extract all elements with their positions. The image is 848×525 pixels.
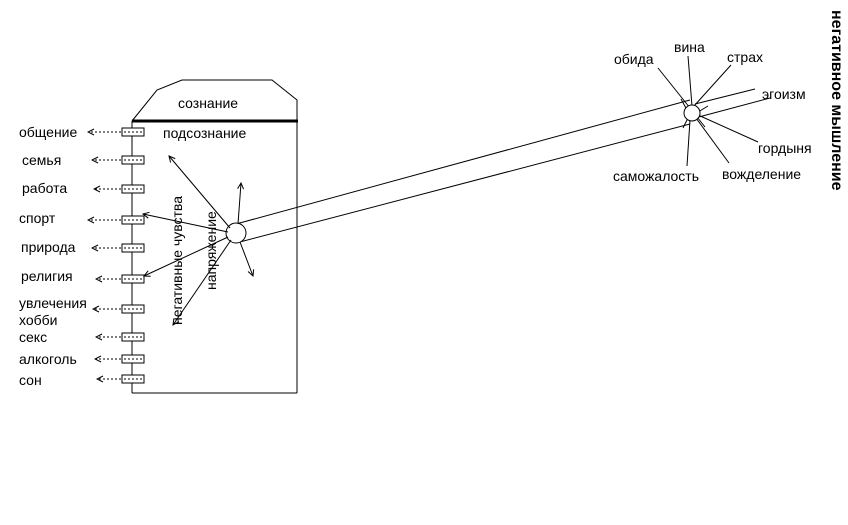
beam-upper [235,99,691,225]
left-item-label: секс [19,329,47,345]
left-item-label: работа [22,180,67,196]
left-item-label: общение [19,124,78,140]
left-item-label: религия [21,268,73,284]
negative-feelings-label: негативные чувства [169,196,185,325]
subconscious-label: подсознание [163,125,247,141]
house-roof [131,79,298,122]
beam-extension-upper [694,88,756,105]
label-lust: вожделение [722,166,801,182]
arrow-to-bottom-left [173,239,232,325]
arrow-down [239,241,253,276]
left-item-label: хобби [19,312,58,328]
left-item-label: семья [22,152,61,168]
mind-circle [225,222,247,244]
label-fear: страх [727,49,763,65]
left-item-label: алкоголь [19,351,77,367]
tension-label: напряжение [203,211,219,290]
arrow-to-religion [144,236,229,276]
arrow-to-top-left [169,156,231,229]
arrow-to-sport [143,214,229,233]
left-item-label: спорт [19,210,56,226]
left-item-label: сон [19,372,42,388]
left-item-label: увлечения [19,295,87,311]
label-pride: гордыня [758,140,812,156]
beam-lower [235,123,691,244]
consciousness-label: сознание [178,95,238,111]
beam-extension-lower [694,97,771,119]
label-egoism: эгоизм [762,86,806,102]
vertical-title: негативное мышление [828,10,845,191]
left-items: общение семья работа спорт природа религия увл… [19,124,145,388]
label-self-pity: саможалость [613,168,699,184]
left-item-label: природа [21,239,76,255]
label-guilt: вина [674,39,705,55]
arrow-up [238,183,241,225]
label-resentment: обида [614,51,654,67]
thought-circle [683,104,701,122]
thought-rays [657,55,759,167]
